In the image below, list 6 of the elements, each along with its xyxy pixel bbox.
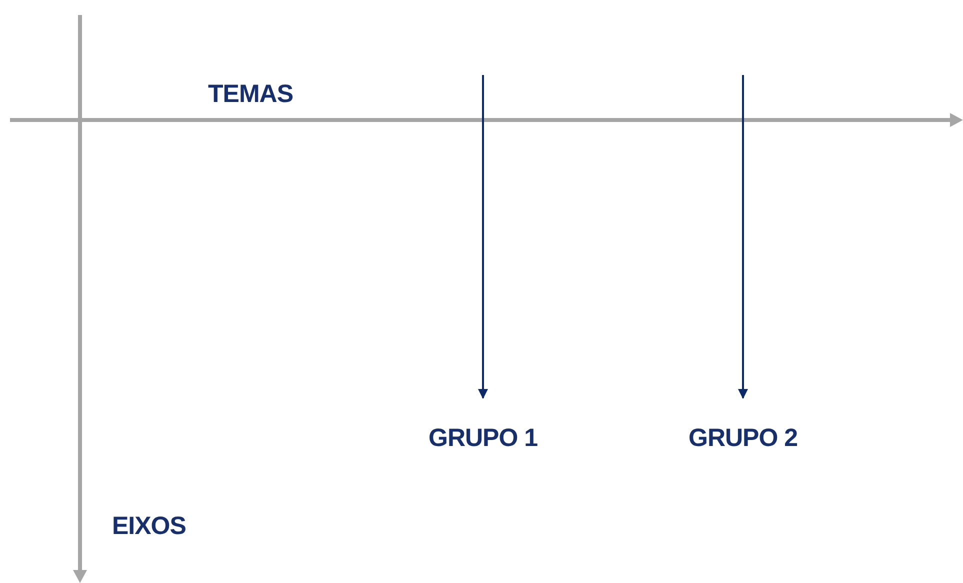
arrow [478, 75, 488, 399]
axis-label: EIXOS [112, 512, 186, 541]
arrow [738, 75, 748, 399]
node-label: GRUPO 1 [428, 424, 538, 453]
axis-label: TEMAS [208, 80, 293, 109]
node-label: GRUPO 2 [688, 424, 798, 453]
